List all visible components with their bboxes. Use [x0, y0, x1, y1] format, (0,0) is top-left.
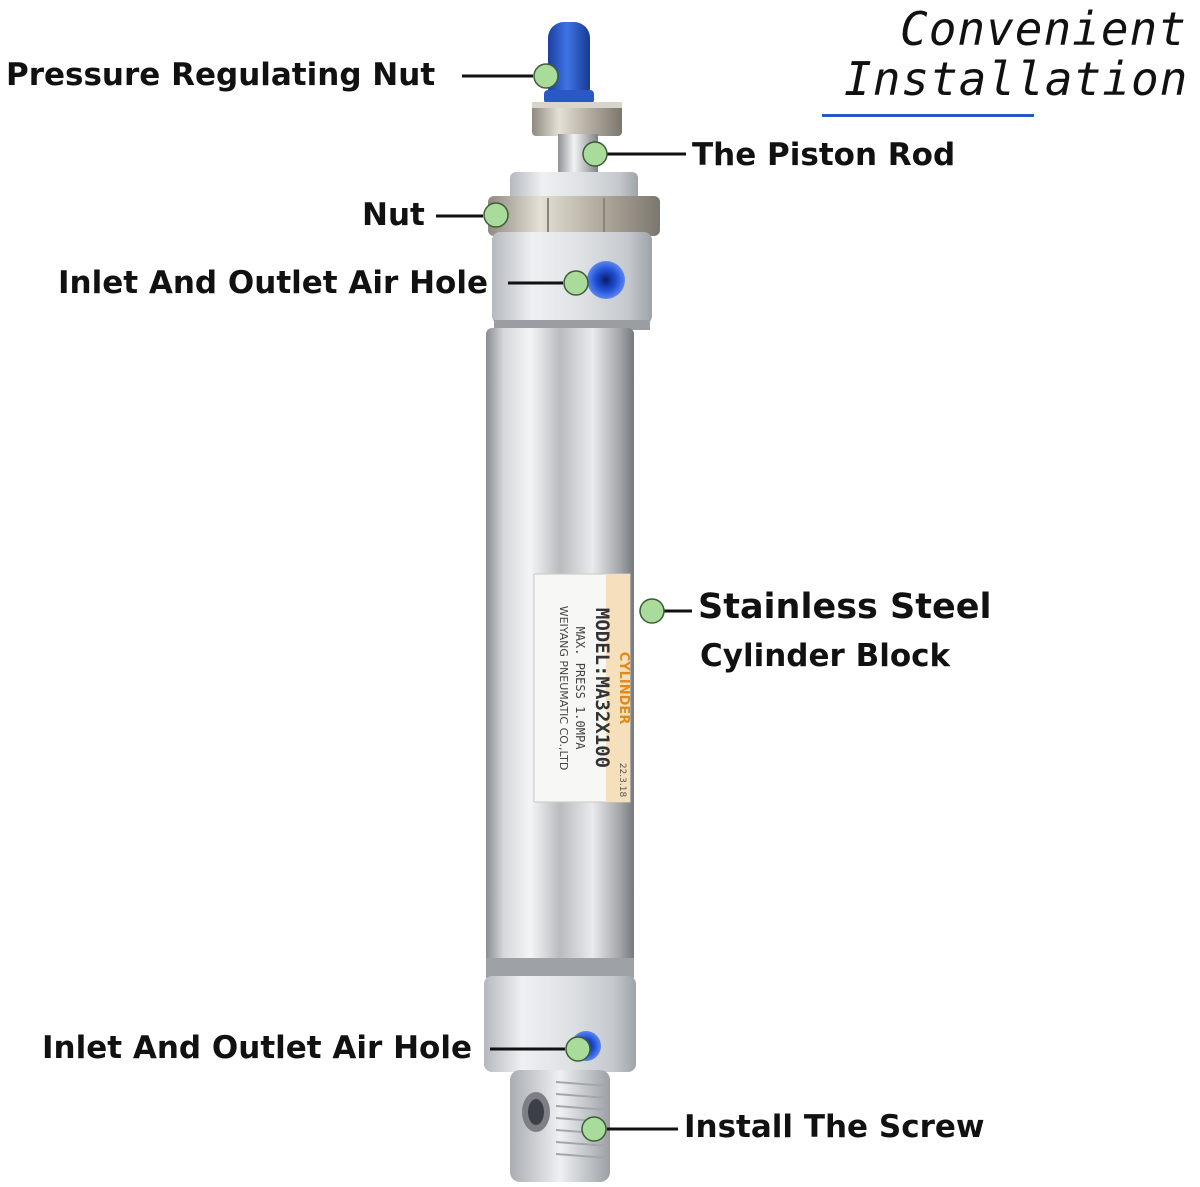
callout-pressure-regulating-nut: Pressure Regulating Nut	[6, 57, 436, 93]
title-line-2: Installation	[844, 52, 1189, 106]
large-nut	[488, 196, 660, 236]
label-maker: WEIYANG PNEUMATIC CO.,LTD	[557, 606, 570, 771]
callout-piston-rod: The Piston Rod	[692, 137, 956, 173]
marker-piston-rod	[582, 141, 608, 167]
label-category: CYLINDER	[616, 652, 631, 725]
callout-inlet-outlet-top: Inlet And Outlet Air Hole	[58, 265, 489, 301]
marker-inlet-bottom	[565, 1036, 591, 1062]
bottom-end-cap	[484, 976, 636, 1072]
marker-stainless-steel	[639, 598, 665, 624]
top-seal-ring	[494, 320, 650, 330]
blue-cap	[544, 22, 594, 104]
mounting-screw	[510, 1070, 610, 1182]
callout-nut: Nut	[362, 197, 425, 233]
top-air-port	[587, 261, 625, 299]
marker-inlet-top	[563, 270, 589, 296]
callout-stainless-line1: Stainless Steel	[698, 587, 992, 627]
title-underline	[822, 114, 1034, 117]
gland	[510, 172, 638, 202]
marker-install-screw	[581, 1116, 607, 1142]
marker-nut	[483, 202, 509, 228]
callout-stainless-line2: Cylinder Block	[700, 638, 951, 674]
label-model: MODEL:MA32X100	[591, 608, 613, 768]
rod-hex-nut	[532, 102, 622, 136]
callout-inlet-outlet-bottom: Inlet And Outlet Air Hole	[42, 1030, 473, 1066]
label-code: 22.3.18	[617, 763, 627, 798]
label-pressure: MAX. PRESS 1.0MPA	[573, 627, 587, 751]
product-label: CYLINDER MODEL:MA32X100 MAX. PRESS 1.0MP…	[533, 573, 631, 803]
marker-pressure-regulating-nut	[533, 63, 559, 89]
title-line-1: Convenient	[900, 2, 1187, 56]
callout-install-screw: Install The Screw	[684, 1109, 985, 1145]
leader-lines	[436, 74, 692, 1131]
